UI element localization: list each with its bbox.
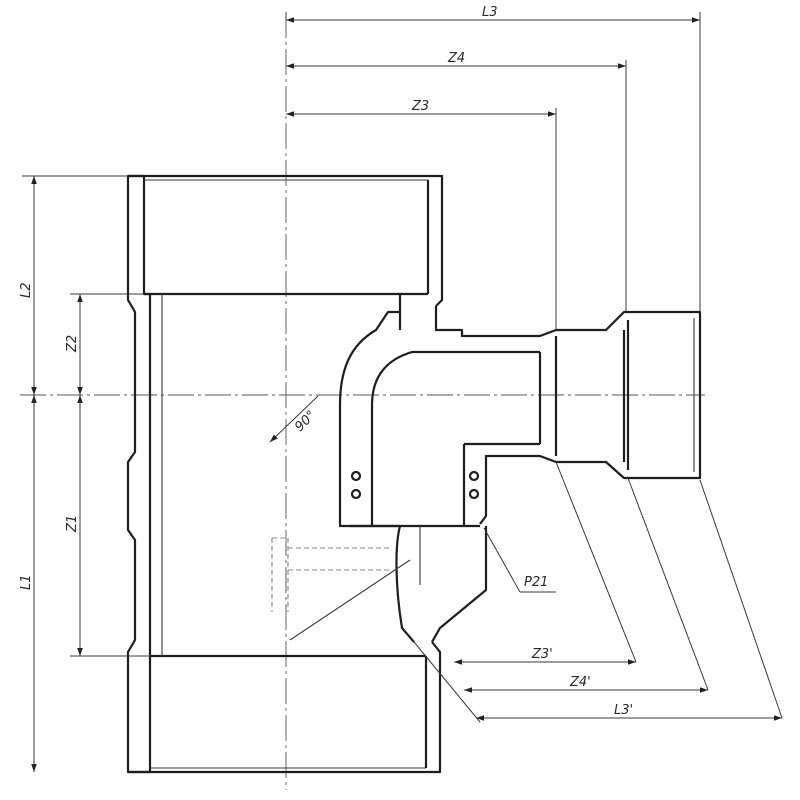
dimension-l1: L1 bbox=[19, 395, 37, 772]
thread-annotation: P21 bbox=[483, 527, 556, 593]
dimension-z3-prime: Z3' bbox=[454, 647, 636, 665]
label-z3-prime: Z3' bbox=[531, 647, 553, 662]
label-angle: 90° bbox=[292, 408, 319, 435]
label-thread: P21 bbox=[524, 575, 548, 590]
branch-elbow bbox=[289, 306, 702, 643]
dimension-z4: Z4 bbox=[286, 51, 626, 69]
label-l2: L2 bbox=[19, 282, 34, 298]
extension-lines bbox=[22, 12, 783, 723]
label-z4-prime: Z4' bbox=[569, 675, 591, 690]
dimension-z1: Z1 bbox=[65, 395, 83, 656]
dimension-z4-prime: Z4' bbox=[464, 675, 708, 693]
dimension-z2: Z2 bbox=[65, 294, 83, 395]
dimension-z3: Z3 bbox=[286, 99, 556, 117]
dimension-l2: L2 bbox=[19, 176, 37, 395]
label-z1: Z1 bbox=[65, 515, 80, 533]
label-l1: L1 bbox=[19, 574, 34, 590]
label-z2: Z2 bbox=[65, 335, 80, 353]
angle-annotation: 90° bbox=[269, 395, 319, 443]
main-body bbox=[126, 174, 444, 774]
hidden-outline bbox=[271, 537, 392, 612]
label-l3: L3 bbox=[482, 5, 498, 20]
label-z3: Z3 bbox=[411, 99, 429, 114]
label-z4: Z4 bbox=[447, 51, 465, 66]
dimension-l3: L3 bbox=[286, 5, 700, 23]
label-l3-prime: L3' bbox=[614, 703, 633, 718]
dimension-l3-prime: L3' bbox=[476, 703, 782, 721]
